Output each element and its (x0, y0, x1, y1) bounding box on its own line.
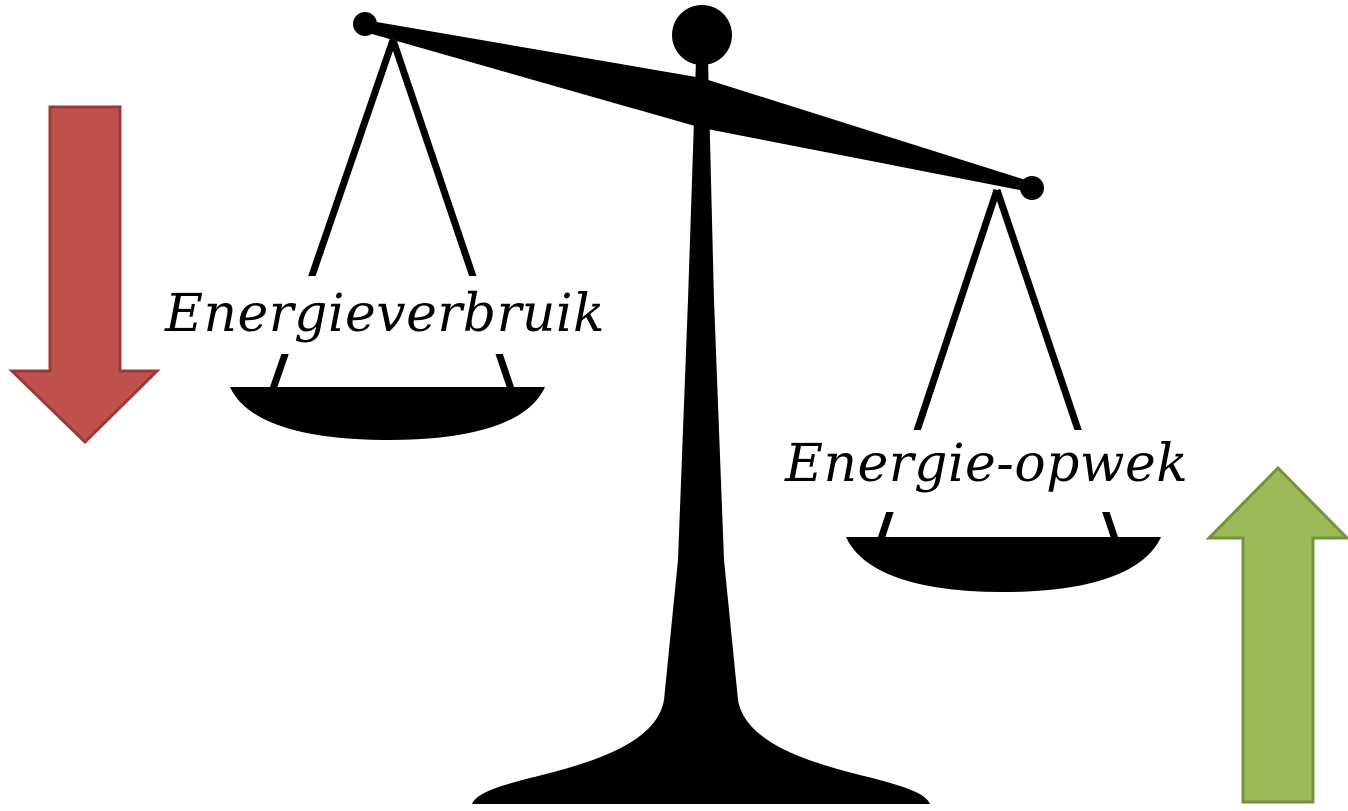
beam-left-end (353, 12, 377, 36)
arrow-down-consumption-icon (12, 107, 157, 442)
right-pan (846, 537, 1161, 592)
energy-consumption-label: Energieverbruik (165, 288, 605, 340)
energy-generation-label: Energie-opwek (785, 438, 1188, 490)
scale-top-knob (672, 5, 732, 65)
arrow-up-generation-icon (1209, 468, 1347, 802)
left-pan (230, 387, 545, 440)
beam-right-end (1020, 176, 1044, 200)
